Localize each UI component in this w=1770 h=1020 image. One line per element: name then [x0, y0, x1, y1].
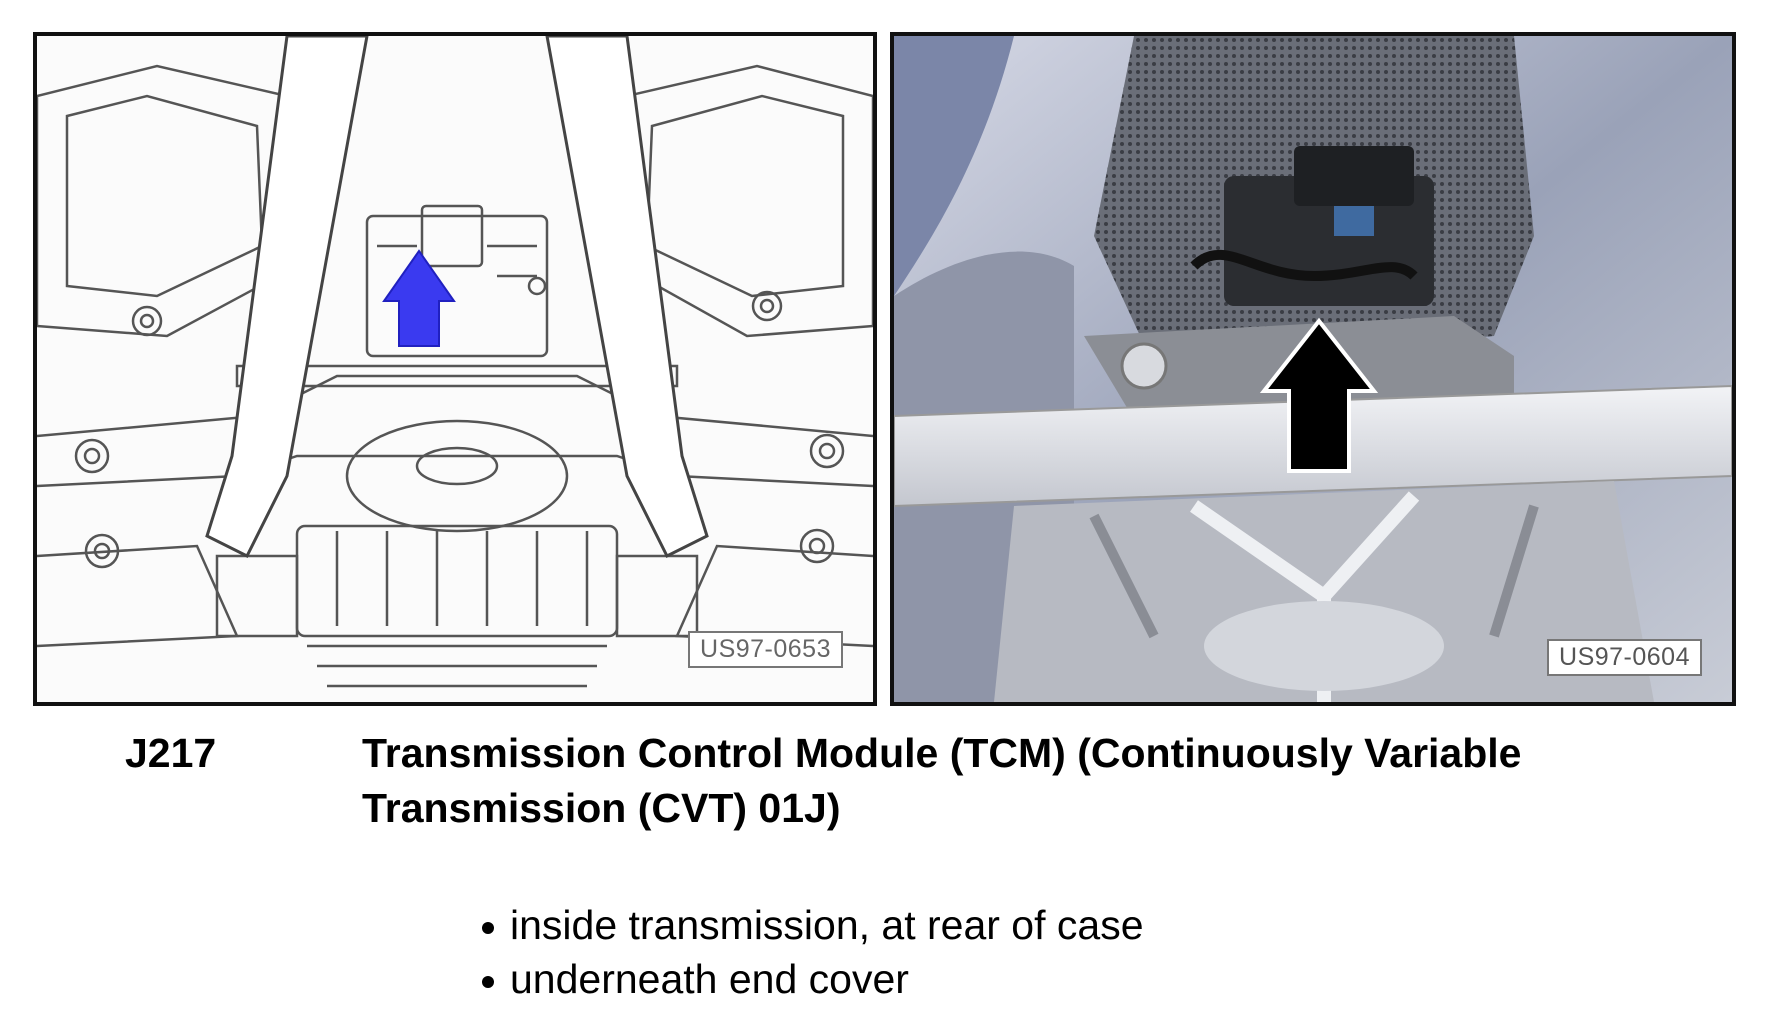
figure-photo: US97-0604: [890, 32, 1736, 706]
figure-code-right: US97-0604: [1547, 639, 1702, 676]
list-item: underneath end cover: [480, 952, 1144, 1006]
figure-line-drawing: US97-0653: [33, 32, 877, 706]
component-id: J217: [125, 730, 217, 776]
black-arrow-icon: [1259, 317, 1379, 473]
underbody-line-drawing: [37, 36, 873, 688]
location-list: inside transmission, at rear of case und…: [480, 898, 1144, 1006]
transmission-photo: [894, 36, 1732, 702]
list-item: inside transmission, at rear of case: [480, 898, 1144, 952]
blue-arrow-icon: [382, 249, 456, 347]
component-name: Transmission Control Module (TCM) (Conti…: [362, 730, 1522, 831]
figure-code-left: US97-0653: [688, 631, 843, 668]
